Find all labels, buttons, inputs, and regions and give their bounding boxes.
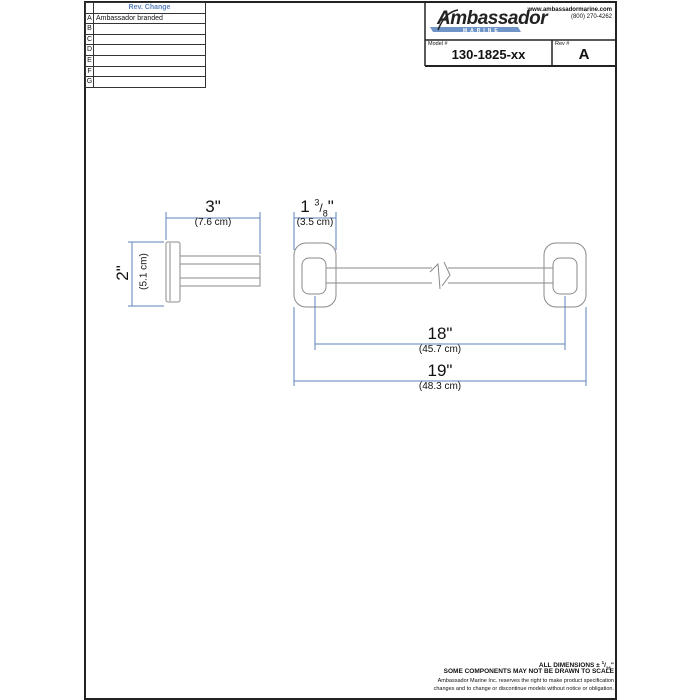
revision-row: E	[85, 54, 206, 67]
height-metric: (5.1 cm)	[138, 253, 150, 290]
side-view	[165, 241, 261, 303]
center-imperial: 18"	[427, 324, 453, 343]
model-label: Model #	[428, 41, 448, 47]
post-width-dimension	[293, 212, 337, 250]
revision-row: F	[85, 65, 206, 78]
center-metric: (45.7 cm)	[418, 344, 462, 355]
revision-row: D	[85, 44, 206, 56]
height-imperial: 2"	[113, 265, 132, 281]
revision-header: Rev. Change	[93, 2, 206, 14]
center-dimension	[314, 296, 566, 350]
sheet-border	[84, 1, 617, 700]
brand-logo-sub: MARINE	[463, 28, 501, 34]
disclaimer-line-2: changes and to change or discontinue mod…	[433, 686, 614, 692]
company-website: www.ambassadormarine.com	[527, 7, 612, 13]
post-width-imperial: 1 3/8"	[300, 197, 334, 219]
scale-note: SOME COMPONENTS MAY NOT BE DRAWN TO SCAL…	[443, 668, 614, 675]
depth-imperial: 3"	[205, 197, 221, 216]
post-width-metric: (3.5 cm)	[296, 217, 334, 228]
brand-logo: Ambassador	[437, 8, 548, 29]
revision-row: G	[85, 76, 206, 88]
overall-imperial: 19"	[427, 361, 453, 380]
revision-row: B	[85, 23, 206, 35]
company-phone: (800) 270-4262	[570, 14, 612, 20]
title-block-frame	[424, 2, 616, 67]
overall-dimension	[293, 307, 587, 386]
revision-header-row: Rev. Change	[85, 2, 206, 14]
height-dimension	[128, 241, 164, 307]
revision-row: C	[85, 33, 206, 46]
overall-metric: (48.3 cm)	[418, 381, 462, 392]
depth-dimension	[165, 212, 261, 254]
logo-swoosh	[430, 9, 521, 32]
rev-label: Rev #	[555, 41, 570, 47]
tolerance-note: ALL DIMENSIONS ± 1/16"	[538, 660, 614, 671]
rev-value: A	[578, 46, 590, 63]
model-number: 130-1825-xx	[451, 47, 526, 62]
front-view	[293, 242, 587, 308]
disclaimer-line-1: Ambassador Marine Inc. reserves the righ…	[437, 678, 614, 684]
depth-metric: (7.6 cm)	[194, 217, 232, 228]
